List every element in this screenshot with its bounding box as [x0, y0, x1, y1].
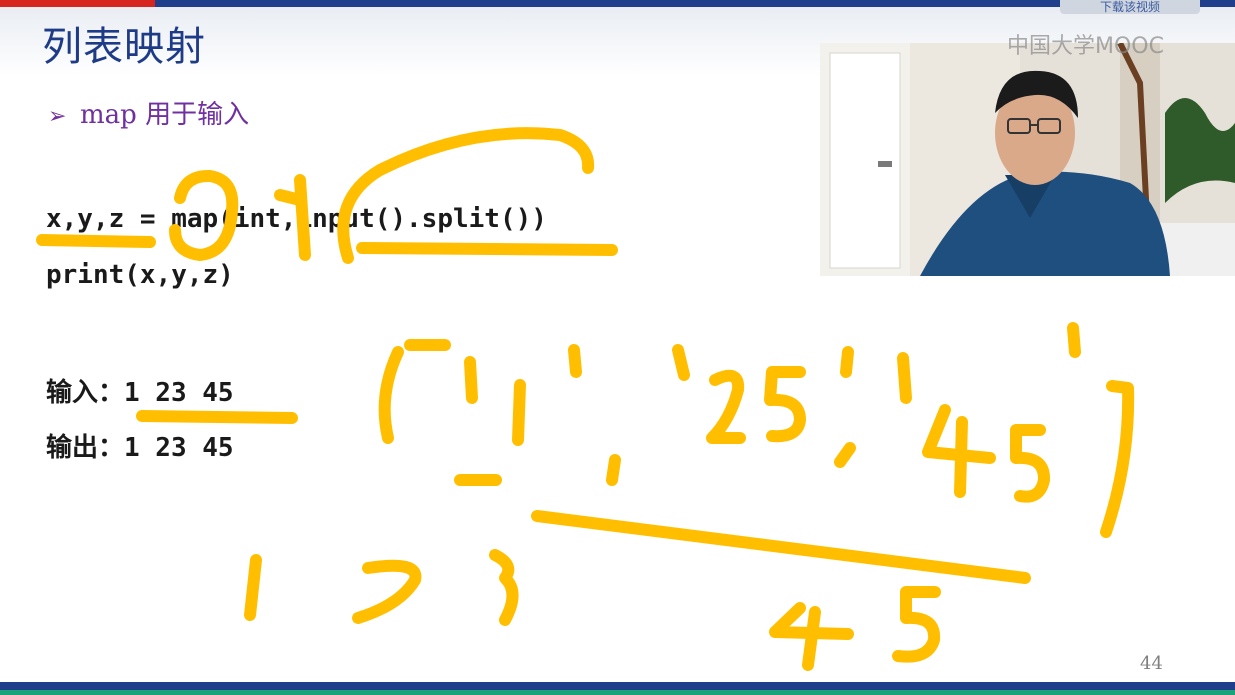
mark-int — [294, 174, 311, 261]
example-input: 输入：1 23 45 — [46, 378, 234, 408]
bullet-item: ➢ map 用于输入 — [48, 94, 249, 131]
lecturer-video[interactable] — [820, 43, 1235, 276]
code-line-print: print(x,y,z) — [46, 260, 234, 290]
example-output: 输出：1 23 45 — [46, 433, 234, 463]
digit-2-lower — [352, 559, 422, 624]
left-bracket — [378, 346, 404, 444]
digit-5 — [764, 366, 806, 443]
top-accent-bar — [0, 0, 1235, 7]
download-video-button[interactable]: 下载该视频 — [1060, 0, 1200, 14]
digit-3-lower — [489, 549, 519, 626]
slide-title: 列表映射 — [42, 24, 206, 70]
underline-input-split — [356, 242, 618, 256]
bullet-text: map 用于输入 — [80, 100, 250, 130]
bullet-arrow-icon: ➢ — [48, 104, 67, 129]
circle-equals — [169, 169, 239, 261]
bottom-teal-accent — [0, 690, 1235, 695]
underline-input-values — [136, 410, 298, 424]
digit-5b — [1010, 424, 1050, 503]
digit-4-lower — [769, 602, 854, 640]
bottom-accent-bar — [0, 682, 1235, 695]
right-bracket — [1100, 380, 1135, 538]
digit-5-lower — [892, 586, 941, 663]
top-red-accent — [0, 0, 155, 7]
mooc-watermark: 中国大学MOOC — [1007, 34, 1164, 59]
arc-input — [337, 127, 595, 264]
page-number: 44 — [1140, 653, 1163, 674]
long-underline — [531, 510, 1031, 584]
underline-xyz — [36, 234, 156, 248]
digit-2 — [706, 369, 746, 444]
digit-4 — [922, 404, 996, 464]
lecturer-video-frame — [820, 43, 1235, 276]
